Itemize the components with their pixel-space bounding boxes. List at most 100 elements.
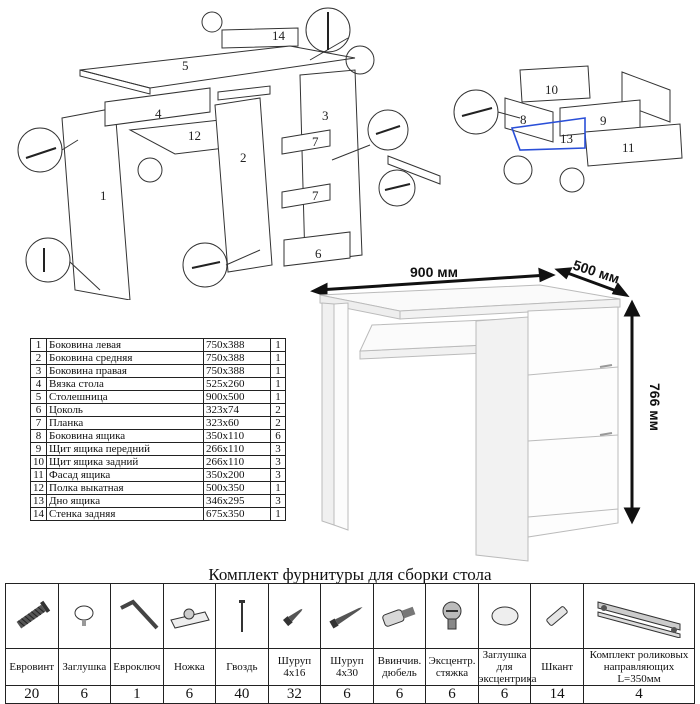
parts-name-cell: Боковина ящика <box>46 429 204 443</box>
cam-cap-icon <box>479 603 531 629</box>
label-part-4: 4 <box>155 106 162 121</box>
part-7-slat-b <box>281 183 331 209</box>
hardware-qty: 6 <box>477 685 532 704</box>
label-part-13: 13 <box>560 131 573 146</box>
parts-size-cell: 266x110 <box>203 455 271 469</box>
parts-size-cell: 350x110 <box>203 429 271 443</box>
parts-name-cell: Дно ящика <box>46 494 204 508</box>
hardware-icon-cell <box>215 583 269 649</box>
hardware-qty: 6 <box>57 685 112 704</box>
hardware-name: Евровинт <box>5 648 59 686</box>
parts-qty-cell: 1 <box>270 481 286 495</box>
hardware-title: Комплект фурнитуры для сборки стола <box>208 565 492 584</box>
dowel-anchor-icon <box>374 601 426 631</box>
parts-size-cell: 500x350 <box>203 481 271 495</box>
hardware-name: Шкант <box>530 648 584 686</box>
hardware-name: Гвоздь <box>215 648 269 686</box>
hex-key-icon <box>111 594 163 638</box>
parts-qty-cell: 3 <box>270 455 286 469</box>
parts-n-cell: 14 <box>30 507 47 521</box>
parts-qty-cell: 1 <box>270 364 286 378</box>
assembly-diagram: 1 2 3 4 5 6 7 7 8 9 10 11 12 13 14 <box>0 0 700 300</box>
label-part-12: 12 <box>188 128 201 143</box>
hardware-name: Заглушка <box>57 648 112 686</box>
parts-size-cell: 750x388 <box>203 351 271 365</box>
parts-n-cell: 9 <box>30 442 47 456</box>
parts-name-cell: Боковина левая <box>46 338 204 352</box>
parts-name-cell: Щит ящика передний <box>46 442 204 456</box>
part-3-right-side <box>299 69 363 263</box>
parts-size-cell: 750x388 <box>203 338 271 352</box>
eurobolt-icon <box>6 594 58 638</box>
hardware-icon-cell <box>110 583 164 649</box>
parts-n-cell: 10 <box>30 455 47 469</box>
hardware-icon-cell <box>372 583 427 649</box>
label-part-10: 10 <box>545 82 558 97</box>
hardware-icon-cell <box>320 583 374 649</box>
nail-icon <box>216 596 268 636</box>
hardware-icon-cell <box>425 583 479 649</box>
label-part-9: 9 <box>600 113 607 128</box>
hardware-name: Ножка <box>162 648 217 686</box>
hardware-qty: 6 <box>162 685 217 704</box>
label-part-8: 8 <box>520 112 527 127</box>
parts-name-cell: Вязка стола <box>46 377 204 391</box>
parts-qty-cell: 1 <box>270 377 286 391</box>
label-part-2: 2 <box>240 150 247 165</box>
hardware-name: Шуруп 4x16 <box>267 648 322 686</box>
parts-n-cell: 3 <box>30 364 47 378</box>
hardware-icon-cell <box>267 583 322 649</box>
parts-n-cell: 6 <box>30 403 47 417</box>
label-part-1: 1 <box>100 188 107 203</box>
hardware-icon-cell <box>477 583 532 649</box>
hardware-qty: 14 <box>530 685 584 704</box>
parts-qty-cell: 3 <box>270 468 286 482</box>
part-11-facade <box>584 123 683 167</box>
hardware-icon-cell <box>583 583 695 649</box>
cap-icon <box>59 601 111 631</box>
cam-lock-icon <box>426 599 478 633</box>
parts-name-cell: Боковина правая <box>46 364 204 378</box>
parts-size-cell: 350x200 <box>203 468 271 482</box>
hardware-name: Евроключ <box>110 648 164 686</box>
parts-n-cell: 12 <box>30 481 47 495</box>
screw-long-icon <box>321 601 373 631</box>
parts-name-cell: Фасад ящика <box>46 468 204 482</box>
desk-illustration: 900 мм 500 мм 766 мм <box>300 255 700 575</box>
parts-n-cell: 8 <box>30 429 47 443</box>
hardware-icon-cell <box>530 583 584 649</box>
parts-qty-cell: 1 <box>270 390 286 404</box>
wood-dowel-icon <box>531 601 583 631</box>
parts-n-cell: 7 <box>30 416 47 430</box>
label-part-14: 14 <box>272 28 286 43</box>
hardware-qty: 6 <box>372 685 427 704</box>
hardware-name: Эксцентр. стяжка <box>425 648 479 686</box>
parts-size-cell: 750x388 <box>203 364 271 378</box>
part-6-plinth <box>283 231 351 267</box>
hardware-name: Ввинчив. дюбель <box>372 648 427 686</box>
parts-size-cell: 675x350 <box>203 507 271 521</box>
parts-qty-cell: 6 <box>270 429 286 443</box>
parts-qty-cell: 2 <box>270 416 286 430</box>
parts-n-cell: 4 <box>30 377 47 391</box>
parts-name-cell: Цоколь <box>46 403 204 417</box>
part-14-back-wall <box>221 27 299 49</box>
parts-n-cell: 13 <box>30 494 47 508</box>
parts-name-cell: Щит ящика задний <box>46 455 204 469</box>
parts-name-cell: Стенка задняя <box>46 507 204 521</box>
hardware-qty: 32 <box>267 685 322 704</box>
